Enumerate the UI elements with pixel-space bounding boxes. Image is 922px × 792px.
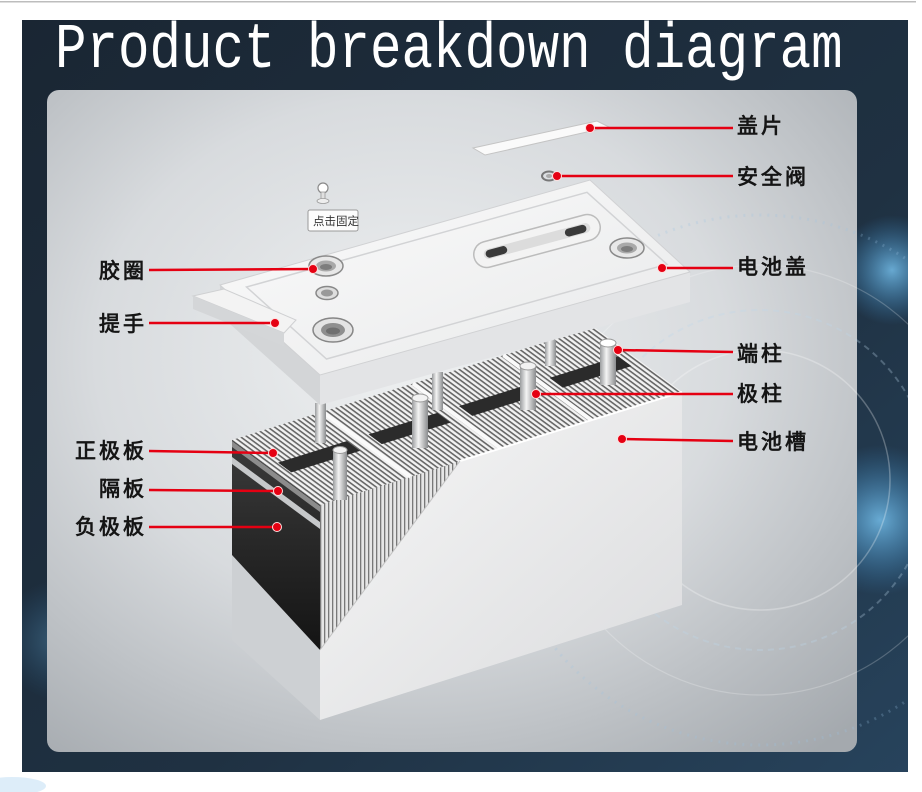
cell-partition <box>502 353 593 422</box>
pin-tooltip[interactable]: 点击固定 <box>307 209 359 232</box>
callout-dots <box>268 123 667 532</box>
callout-dot-pole <box>531 389 541 399</box>
battery-lid <box>191 179 692 405</box>
slot-dark-end <box>564 224 587 237</box>
pin-head[interactable] <box>317 182 329 194</box>
pole-body <box>412 398 428 448</box>
lid-slot <box>473 213 601 269</box>
callout-dot-battery-case <box>617 434 627 444</box>
pole-top <box>332 446 348 454</box>
lid-rod <box>545 340 556 366</box>
case-rim <box>459 391 683 462</box>
callout-line-battery-case <box>621 437 734 443</box>
valve-core <box>546 174 552 178</box>
lid-front-side <box>320 272 690 405</box>
label-positive-plate: 正极板 <box>75 439 147 463</box>
label-pole: 极柱 <box>737 382 785 406</box>
ring-inner <box>321 289 333 297</box>
case-cut-edge <box>319 460 461 651</box>
label-separator: 隔板 <box>99 477 147 501</box>
label-handle: 提手 <box>99 312 147 336</box>
pole-top <box>519 361 537 371</box>
positive-plate-edge <box>232 441 320 512</box>
pole-top <box>411 393 429 403</box>
tooltip-text[interactable]: 点击固定 <box>313 214 359 228</box>
top-divider-line <box>0 1 916 3</box>
handle-front <box>193 296 284 346</box>
page-title: Product breakdown diagram <box>55 13 843 87</box>
callout-line-positive-plate <box>148 449 274 455</box>
lid-rod <box>315 403 326 443</box>
label-battery-case: 电池槽 <box>737 430 809 454</box>
callout-dot-rubber-ring <box>308 264 318 274</box>
slot-opening <box>483 223 591 259</box>
label-terminal-post: 端柱 <box>737 342 785 366</box>
ring-hole <box>320 264 332 270</box>
terminal-post-top <box>599 338 617 348</box>
callout-dot-positive-plate <box>268 448 278 458</box>
callout-dot-negative-plate <box>272 522 282 532</box>
case-front-face <box>320 392 682 720</box>
pin-icon[interactable] <box>316 182 330 204</box>
cell-partition <box>411 381 503 451</box>
lid-rod <box>432 372 443 410</box>
label-rubber-ring: 胶圈 <box>99 259 147 283</box>
pin-base[interactable] <box>316 198 330 204</box>
ring-hole <box>621 246 633 252</box>
cell-partition <box>321 410 412 479</box>
label-negative-plate: 负极板 <box>75 515 147 539</box>
label-cover-strip: 盖片 <box>737 114 785 138</box>
case-left-face <box>232 555 320 720</box>
callout-line-rubber-ring <box>148 267 314 272</box>
pole-body <box>333 450 347 500</box>
terminal-post-body <box>600 343 616 385</box>
callout-dot-battery-cover <box>657 263 667 273</box>
rubber-ring-front <box>312 317 354 343</box>
callout-line-terminal-post <box>617 348 734 354</box>
cell-connector <box>368 412 451 445</box>
callout-dot-handle <box>270 318 280 328</box>
rubber-ring-small <box>315 285 339 301</box>
callout-dot-cover-strip <box>585 123 595 133</box>
tooltip-box[interactable] <box>307 209 359 232</box>
callout-dot-terminal-post <box>613 345 623 355</box>
callout-dot-separator <box>273 486 283 496</box>
bottom-left-glow <box>0 777 46 792</box>
callout-labels: 盖片 安全阀 电池盖 端柱 极柱 电池槽 胶圈 提手 正极板 隔板 负极板 <box>75 114 809 539</box>
label-safety-valve: 安全阀 <box>737 165 809 189</box>
ring-hole <box>326 327 340 335</box>
pole-body <box>520 366 536 410</box>
poles <box>315 338 617 500</box>
callout-line-separator <box>148 488 279 493</box>
label-battery-cover: 电池盖 <box>737 255 809 279</box>
callout-dot-safety-valve <box>552 171 562 181</box>
callout-lines <box>148 126 734 529</box>
slot-dark-end <box>485 246 508 258</box>
rubber-ring-right <box>609 237 645 259</box>
